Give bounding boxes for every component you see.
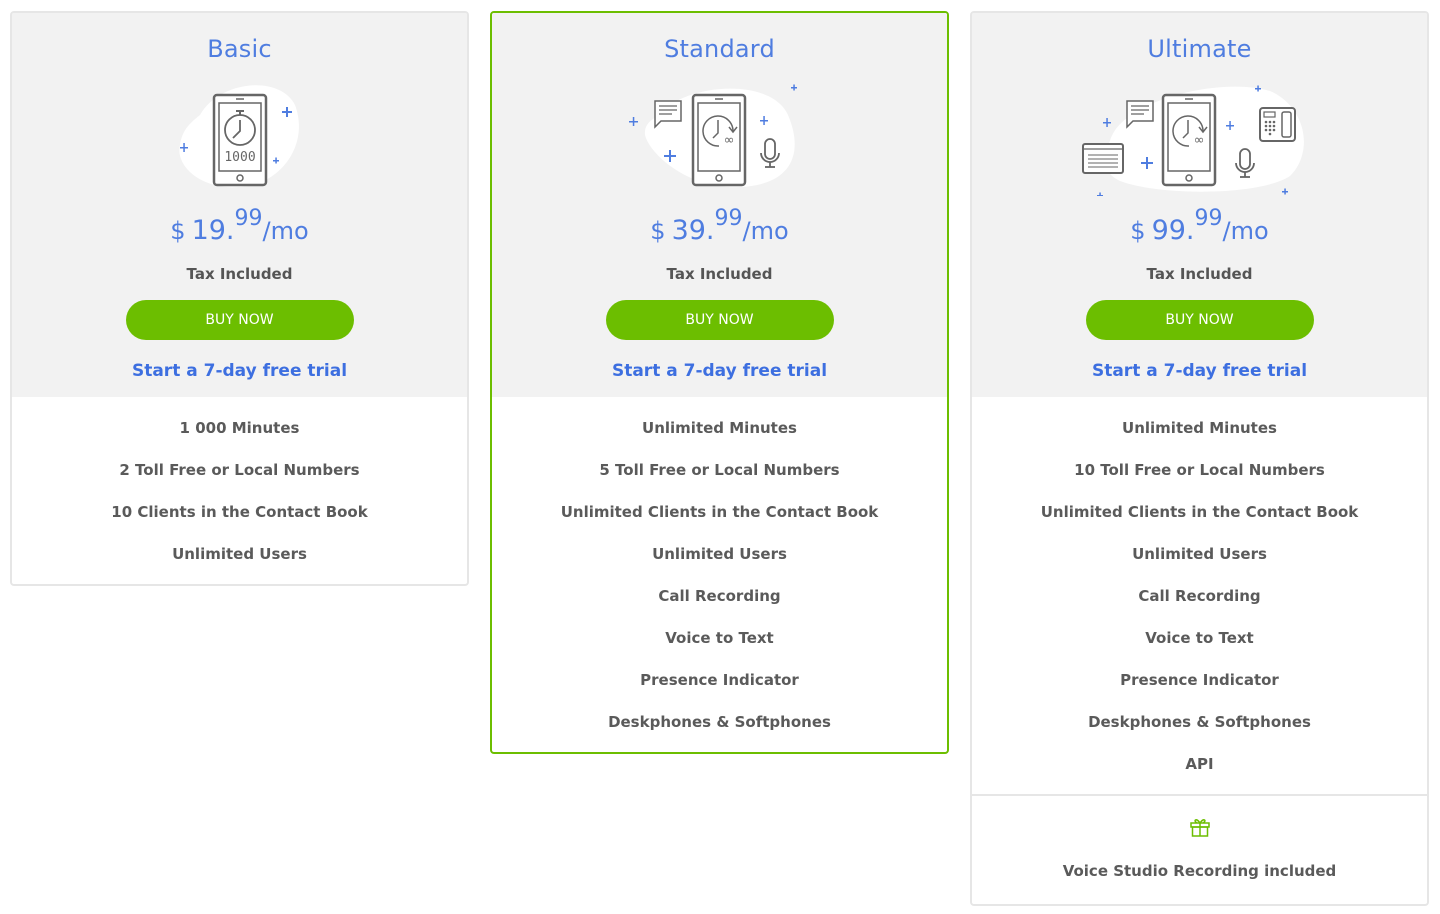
tax-note: Tax Included: [1146, 265, 1253, 283]
feature-item: 10 Clients in the Contact Book: [111, 503, 368, 521]
plan-card-basic: Basic 1000 $19.99/mo Tax Included BUY NO…: [10, 11, 469, 586]
feature-item: 10 Toll Free or Local Numbers: [1074, 461, 1325, 479]
feature-item: Unlimited Minutes: [642, 419, 797, 437]
feature-list: 1 000 Minutes 2 Toll Free or Local Numbe…: [12, 397, 467, 584]
svg-text:∞: ∞: [723, 133, 734, 148]
price: $39.99/mo: [492, 206, 947, 253]
feature-item: Unlimited Users: [1132, 545, 1267, 563]
price-currency: $: [1130, 217, 1146, 245]
phone-stopwatch-icon: 1000: [178, 85, 299, 188]
phone-infinite-time-deskphone-icon: ∞: [1081, 85, 1304, 196]
feature-item: Call Recording: [1138, 587, 1261, 605]
feature-item: Presence Indicator: [1120, 671, 1279, 689]
feature-item: Unlimited Clients in the Contact Book: [560, 503, 879, 521]
plan-card-ultimate: Ultimate ∞: [970, 11, 1429, 906]
feature-item: API: [1185, 755, 1214, 773]
bonus-text: Voice Studio Recording included: [1062, 862, 1337, 880]
plan-header: Ultimate ∞: [972, 13, 1427, 397]
plan-header: Standard ∞ $39.99/mo Tax: [492, 13, 947, 397]
price-currency: $: [650, 217, 666, 245]
price-period: /mo: [262, 217, 309, 245]
gift-icon: [1189, 819, 1210, 837]
price: $99.99/mo: [972, 206, 1427, 253]
price: $19.99/mo: [12, 206, 467, 253]
free-trial-link[interactable]: Start a 7-day free trial: [611, 361, 828, 381]
plan-card-standard: Standard ∞ $39.99/mo Tax: [490, 11, 949, 754]
tax-note: Tax Included: [666, 265, 773, 283]
bonus-section: Voice Studio Recording included: [972, 794, 1427, 904]
buy-now-button[interactable]: BUY NOW: [125, 300, 354, 340]
svg-text:1000: 1000: [224, 150, 255, 165]
price-cents: 99: [1194, 206, 1223, 231]
buy-now-button[interactable]: BUY NOW: [605, 300, 834, 340]
price-period: /mo: [742, 217, 789, 245]
feature-item: 2 Toll Free or Local Numbers: [119, 461, 360, 479]
price-whole: 99.: [1151, 215, 1195, 246]
phone-infinite-time-icon: ∞: [628, 84, 797, 188]
feature-item: Call Recording: [658, 587, 781, 605]
plan-header: Basic 1000 $19.99/mo Tax Included BUY NO…: [12, 13, 467, 397]
feature-list: Unlimited Minutes 10 Toll Free or Local …: [972, 397, 1427, 794]
price-cents: 99: [714, 206, 743, 231]
price-cents: 99: [234, 206, 263, 231]
price-whole: 19.: [191, 215, 235, 246]
price-period: /mo: [1222, 217, 1269, 245]
feature-item: 1 000 Minutes: [179, 419, 300, 437]
feature-item: Deskphones & Softphones: [608, 713, 831, 731]
plan-name: Ultimate: [1147, 35, 1252, 63]
price-whole: 39.: [671, 215, 715, 246]
feature-item: Voice to Text: [1145, 629, 1254, 647]
feature-item: Unlimited Minutes: [1122, 419, 1277, 437]
feature-item: Voice to Text: [665, 629, 774, 647]
tax-note: Tax Included: [186, 265, 293, 283]
price-currency: $: [170, 217, 186, 245]
plan-name: Basic: [207, 35, 272, 63]
plan-name: Standard: [664, 35, 775, 63]
feature-item: Deskphones & Softphones: [1088, 713, 1311, 731]
feature-item: Presence Indicator: [640, 671, 799, 689]
buy-now-button[interactable]: BUY NOW: [1085, 300, 1314, 340]
feature-item: Unlimited Users: [172, 545, 307, 563]
free-trial-link[interactable]: Start a 7-day free trial: [1091, 361, 1308, 381]
svg-text:∞: ∞: [1193, 133, 1204, 148]
feature-item: Unlimited Clients in the Contact Book: [1040, 503, 1359, 521]
feature-item: 5 Toll Free or Local Numbers: [599, 461, 840, 479]
feature-list: Unlimited Minutes 5 Toll Free or Local N…: [492, 397, 947, 752]
free-trial-link[interactable]: Start a 7-day free trial: [131, 361, 348, 381]
feature-item: Unlimited Users: [652, 545, 787, 563]
